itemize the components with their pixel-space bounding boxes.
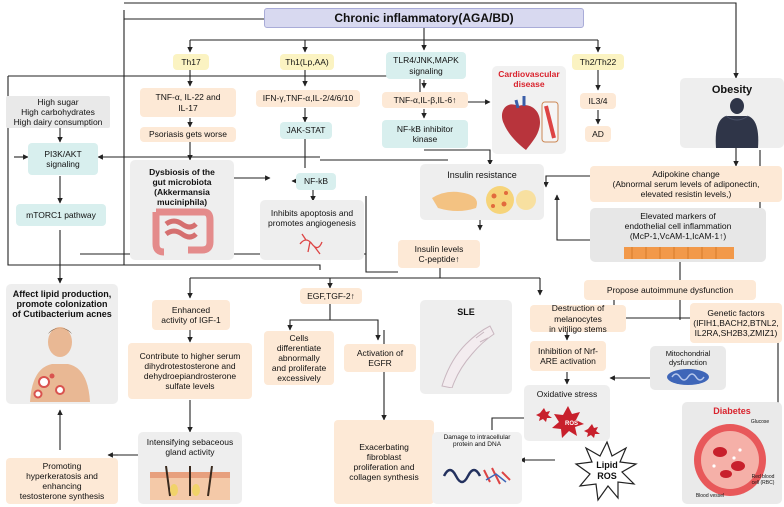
heart-icon — [501, 96, 559, 150]
oxidative-label: Oxidative stress — [536, 389, 598, 399]
th1-node: Th1(Lp,AA) — [280, 54, 334, 70]
dysbiosis-label: Dysbiosis of the gut microbiota (Akkerma… — [149, 167, 215, 207]
insulin-levels-node: Insulin levels C-peptide↑ — [398, 240, 480, 268]
ros-text: ROS — [565, 421, 578, 427]
pancreas-cells-icon — [432, 186, 536, 214]
blood-vessel-icon — [694, 424, 766, 496]
acne-face-icon — [30, 327, 90, 402]
il34-node: IL3/4 — [580, 93, 616, 109]
diet-node: High sugar High carbohydrates High dairy… — [6, 96, 110, 128]
ad-node: AD — [585, 126, 611, 142]
tlr4-node: TLR4/JNK,MAPK signaling — [386, 52, 466, 79]
psoriasis-node: Psoriasis gets worse — [140, 127, 236, 142]
apoptosis-panel — [260, 200, 364, 260]
cardiovascular-label: Cardiovascular disease — [498, 69, 560, 89]
ifn-node: IFN-γ,TNF-α,IL-2/4/6/10 — [256, 90, 360, 107]
nfkb-inhibitor-node: NF-kB inhibitor kinase — [382, 120, 468, 148]
egf-node: EGF,TGF-2↑ — [300, 288, 362, 304]
fibroblast-node: Exacerbating fibroblast proliferation an… — [334, 420, 434, 504]
genetic-node: Genetic factors (IFIH1,BACH2,BTNL2, IL2R… — [690, 303, 782, 343]
angiogenesis-icon — [299, 233, 323, 255]
adipokine-node: Adipokine change (Abnormal serum levels … — [590, 166, 782, 202]
egfr-node: Activation of EGFR — [344, 344, 416, 372]
melanocytes-node: Destruction of melanocytes in vitiligo s… — [530, 303, 626, 334]
th17-node: Th17 — [173, 54, 209, 70]
cells-node: Cells differentiate abnormally and proli… — [264, 331, 334, 385]
ros-burst-icon: ROS — [536, 406, 600, 438]
jakstat-node: JAK-STAT — [280, 122, 332, 139]
diabetes-rbc-label: Red blood cell (RBC) — [751, 474, 775, 486]
lipid-label: Affect lipid production, promote coloniz… — [12, 289, 112, 319]
title-chronic-inflammatory: Chronic inflammatory(AGA/BD) — [264, 8, 584, 28]
dna-protein-icon — [442, 467, 511, 485]
frame-top-left — [123, 10, 264, 20]
mitochondria-icon — [667, 369, 709, 385]
mitochondrial-label: Mitochondrial dysfunction — [665, 349, 711, 367]
frame-top — [124, 2, 739, 79]
damage-label: Damage to intracellular protein and DNA — [443, 434, 511, 448]
obese-person-icon — [715, 98, 759, 148]
endothelium-icon — [624, 247, 734, 259]
intestine-icon — [152, 208, 214, 256]
th2-node: Th2/Th22 — [572, 54, 624, 70]
diabetes-glucose-label: Glucose — [750, 419, 770, 426]
damage-panel — [432, 432, 522, 504]
pi3k-node: PI3K/AKT signaling — [28, 143, 98, 175]
hyperkeratosis-node: Promoting hyperkeratosis and enhancing t… — [6, 458, 118, 504]
dht-node: Contribute to higher serum dihydrotestos… — [128, 343, 252, 399]
tnf-il1b-node: TNF-α,IL-β,IL-6↑ — [382, 92, 468, 108]
left-loop — [7, 76, 321, 270]
tnf-il22-node: TNF-α, IL-22 and IL-17 — [140, 88, 236, 117]
obesity-label: Obesity — [711, 84, 753, 96]
apoptosis-label: Inhibits apoptosis and promotes angiogen… — [268, 208, 356, 228]
nrf-node: Inhibition of Nrf- ARE activation — [530, 341, 606, 371]
insulin-resistance-label: Insulin resistance — [447, 170, 517, 180]
propose-node: Propose autoimmune dysfunction — [584, 280, 756, 300]
vitiligo-arm-icon — [441, 325, 495, 388]
lipid-ros-burst-icon — [574, 440, 638, 502]
nfkb-node: NF-kB — [296, 173, 336, 190]
sebaceous-label: Intensifying sebaceous gland activity — [146, 437, 234, 457]
sle-label: SLE — [457, 307, 475, 317]
endothelial-label: Elevated markers of endothelial cell inf… — [624, 211, 732, 241]
igf1-node: Enhanced activity of IGF-1 — [152, 300, 230, 330]
lipid-ros-label: Lipid ROS — [596, 460, 618, 481]
mtorc1-node: mTORC1 pathway — [16, 204, 106, 226]
diabetes-vessel-label: Blood vessel — [695, 493, 725, 500]
skin-hair-icon — [150, 466, 230, 500]
diabetes-label: Diabetes — [713, 406, 751, 416]
